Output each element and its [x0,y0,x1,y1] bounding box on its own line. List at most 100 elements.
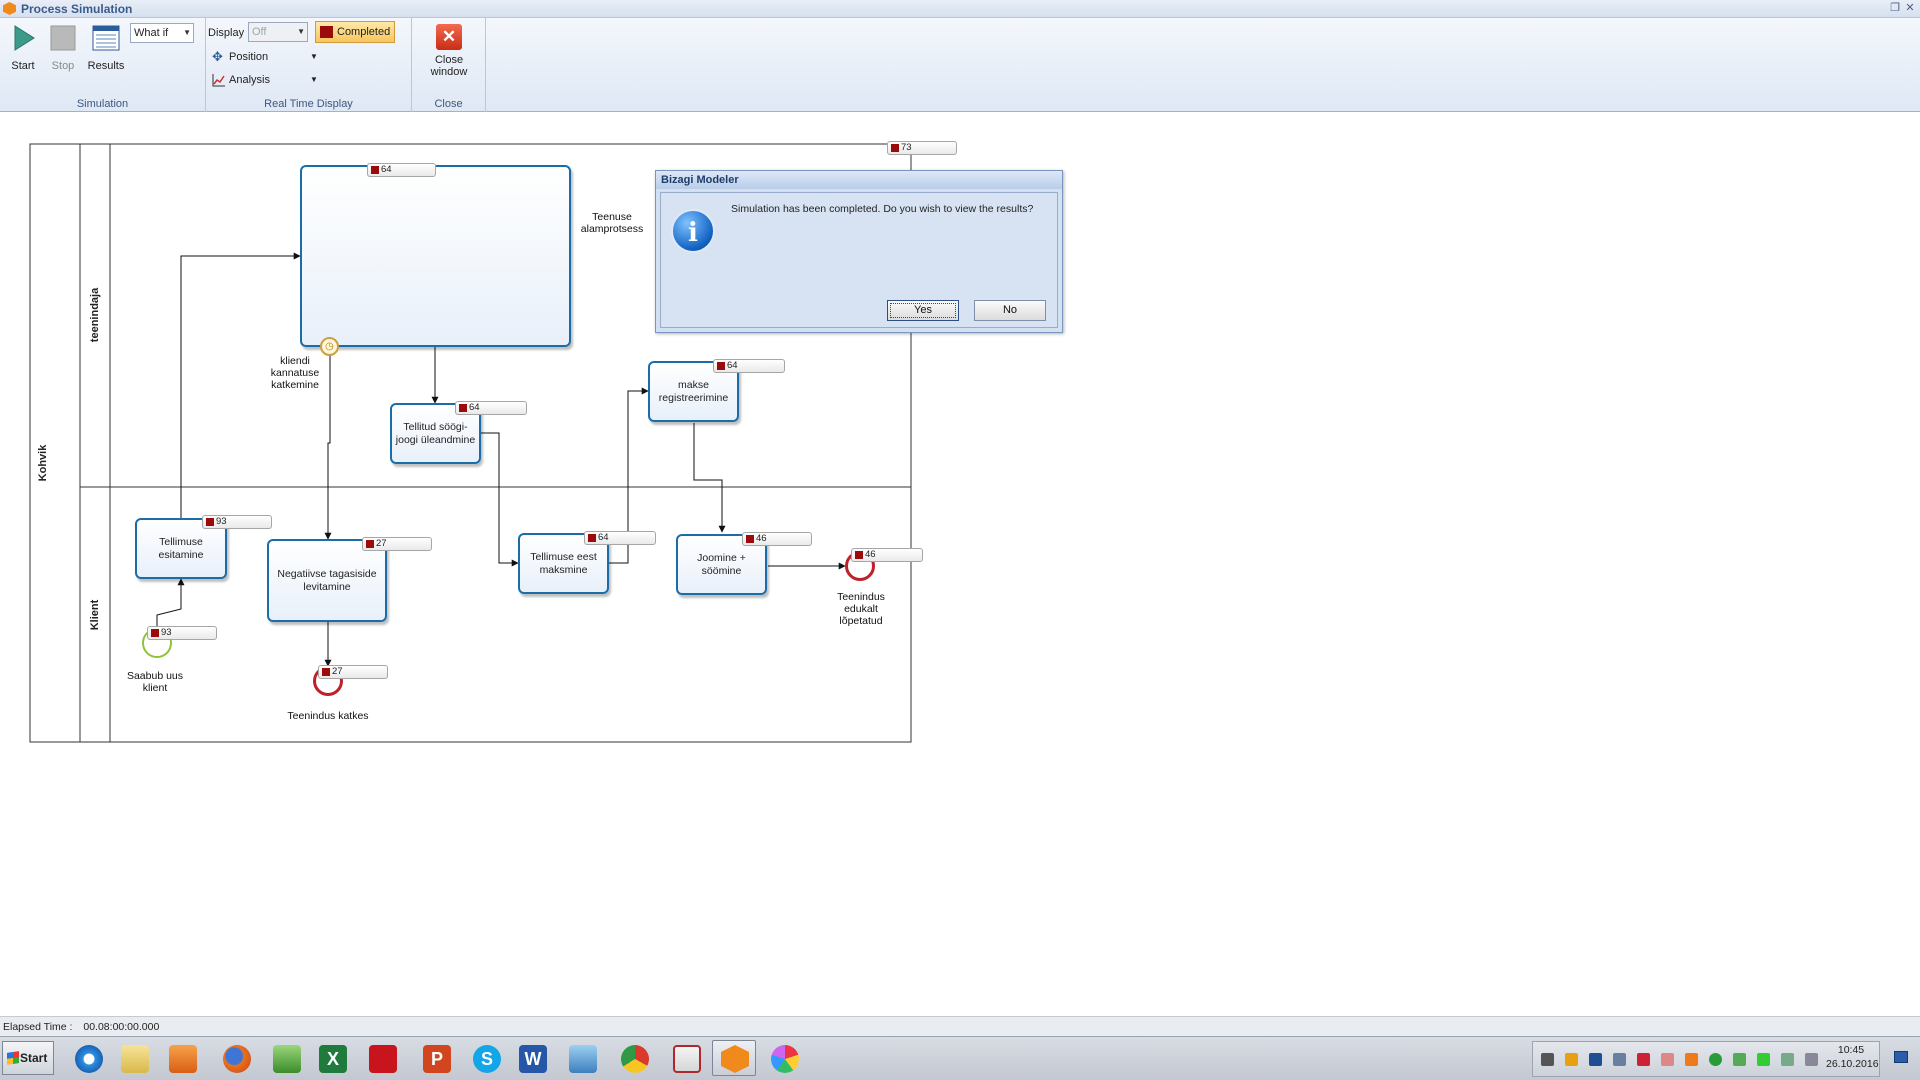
taskbar-powerpoint[interactable]: P [414,1040,458,1076]
position-dropdown[interactable]: ✥ Position ▼ [212,49,318,64]
taskbar-acrobat[interactable] [360,1040,404,1076]
tray-icon[interactable] [1709,1053,1722,1066]
group-label-simulation: Simulation [76,98,129,110]
dialog-title[interactable]: Bizagi Modeler [656,171,1062,189]
play-icon [14,25,35,51]
display-label: Display [208,27,245,39]
elapsed-value: 00.08:00:00.000 [83,1021,160,1033]
taskbar-skype[interactable]: S [464,1040,508,1076]
chart-icon [212,74,225,87]
start-menu-button[interactable]: Start [2,1041,54,1075]
window-title: Process Simulation [21,2,133,16]
end-event-fail-label: Teenindus katkes [287,710,369,722]
clock[interactable]: 10:45 26.10.2016 [1826,1044,1879,1070]
taskbar-media-player[interactable] [160,1040,204,1076]
flow-register-to-eating [693,423,726,533]
ribbon: Start Stop Results What if ▼ Simulation … [0,18,1920,112]
status-bar: Elapsed Time : 00.08:00:00.000 [0,1016,1920,1036]
counter-square-icon [320,26,333,38]
tray-icon[interactable] [1733,1053,1746,1066]
ribbon-group-realtime: Display Off ▼ Completed ✥ Position ▼ Ana… [206,18,412,112]
close-window-button[interactable]: ✕ Close window [416,24,482,78]
yes-button[interactable]: Yes [887,300,959,321]
counter-badge: 93 [147,626,217,640]
taskbar-word[interactable]: W [510,1040,554,1076]
counter-badge: 64 [455,401,527,415]
excel-icon: X [319,1045,347,1073]
taskbar-paint[interactable] [762,1040,806,1076]
no-button[interactable]: No [974,300,1046,321]
tray-icon[interactable] [1637,1053,1650,1066]
title-bar: Process Simulation ❐ ✕ [0,0,1920,18]
taskbar-project[interactable] [264,1040,308,1076]
close-icon[interactable]: ✕ [1905,2,1915,14]
completed-toggle[interactable]: Completed [315,21,395,43]
results-button[interactable]: Results [86,23,126,72]
start-button[interactable]: Start [8,23,38,72]
display-select[interactable]: Off ▼ [248,22,308,42]
counter-badge: 64 [584,531,656,545]
project-icon [273,1045,301,1073]
taskbar-firefox[interactable] [214,1040,258,1076]
tray-icon[interactable] [1661,1053,1674,1066]
counter-badge: 46 [851,548,923,562]
task-order[interactable]: Tellimuse esitamine [135,518,227,579]
flow-order-to-subprocess [180,252,301,518]
chrome-icon [621,1045,649,1073]
restore-icon[interactable]: ❐ [1890,2,1900,14]
tray-icon[interactable] [1589,1053,1602,1066]
task-eating[interactable]: Joomine + söömine [676,534,767,595]
subprocess-label: Teenuse alamprotsess [580,211,644,235]
picture-viewer-icon [569,1045,597,1073]
lane-label-teenindaja: teenindaja [89,287,101,343]
ribbon-group-close: ✕ Close window Close [412,18,486,112]
start-event-label: Saabub uus klient [126,670,184,694]
elapsed-label: Elapsed Time : [3,1021,73,1033]
counter-badge: 27 [318,665,388,679]
timer-boundary-icon: ◷ [320,337,339,356]
counter-badge: 64 [713,359,785,373]
subprocess-box[interactable] [300,165,571,347]
volume-icon[interactable] [1805,1053,1818,1066]
timeout-label: kliendi kannatuse katkemine [270,355,320,391]
taskbar-chrome[interactable] [612,1040,656,1076]
taskbar-file-explorer[interactable] [112,1040,156,1076]
windows-flag-icon [7,1051,19,1065]
task-negative-feedback[interactable]: Negatiivse tagasiside levitamine [267,539,387,622]
tray-icon[interactable] [1757,1053,1770,1066]
completion-dialog: Bizagi Modeler i Simulation has been com… [655,170,1063,333]
mode-select[interactable]: What if ▼ [130,23,194,43]
counter-badge: 73 [887,141,957,155]
stop-icon [50,25,76,51]
show-desktop-button[interactable] [1884,1041,1918,1077]
dialog-message: Simulation has been completed. Do you wi… [731,203,1034,215]
results-table-icon [92,25,120,51]
flow-pay-to-register [594,387,649,564]
powerpoint-icon: P [423,1045,451,1073]
tray-icon[interactable] [1541,1053,1554,1066]
tray-icon[interactable] [1565,1053,1578,1066]
stop-button[interactable]: Stop [48,23,78,72]
network-icon[interactable] [1781,1053,1794,1066]
taskbar-bizagi-modeler[interactable] [664,1040,708,1076]
taskbar: Start X P S W 10:4 [0,1036,1920,1080]
firefox-icon [223,1045,251,1073]
close-red-icon: ✕ [436,24,462,50]
taskbar-excel[interactable]: X [310,1040,354,1076]
taskbar-bizagi-simulation[interactable] [712,1040,756,1076]
group-label-realtime: Real Time Display [264,98,353,110]
taskbar-internet-explorer[interactable] [66,1040,110,1076]
bizagi-hex-icon [721,1045,749,1073]
internet-explorer-icon [75,1045,103,1073]
system-tray [1532,1041,1880,1077]
task-handover[interactable]: Tellitud söögi-joogi üleandmine [390,403,481,464]
tray-icon[interactable] [1685,1053,1698,1066]
media-player-icon [169,1045,197,1073]
bizagi-modeler-icon [673,1045,701,1073]
dialog-body: i Simulation has been completed. Do you … [660,192,1058,328]
info-icon: i [671,209,715,253]
analysis-dropdown[interactable]: Analysis ▼ [212,71,318,89]
chevron-down-icon: ▼ [183,28,191,37]
taskbar-picture-viewer[interactable] [560,1040,604,1076]
tray-icon[interactable] [1613,1053,1626,1066]
